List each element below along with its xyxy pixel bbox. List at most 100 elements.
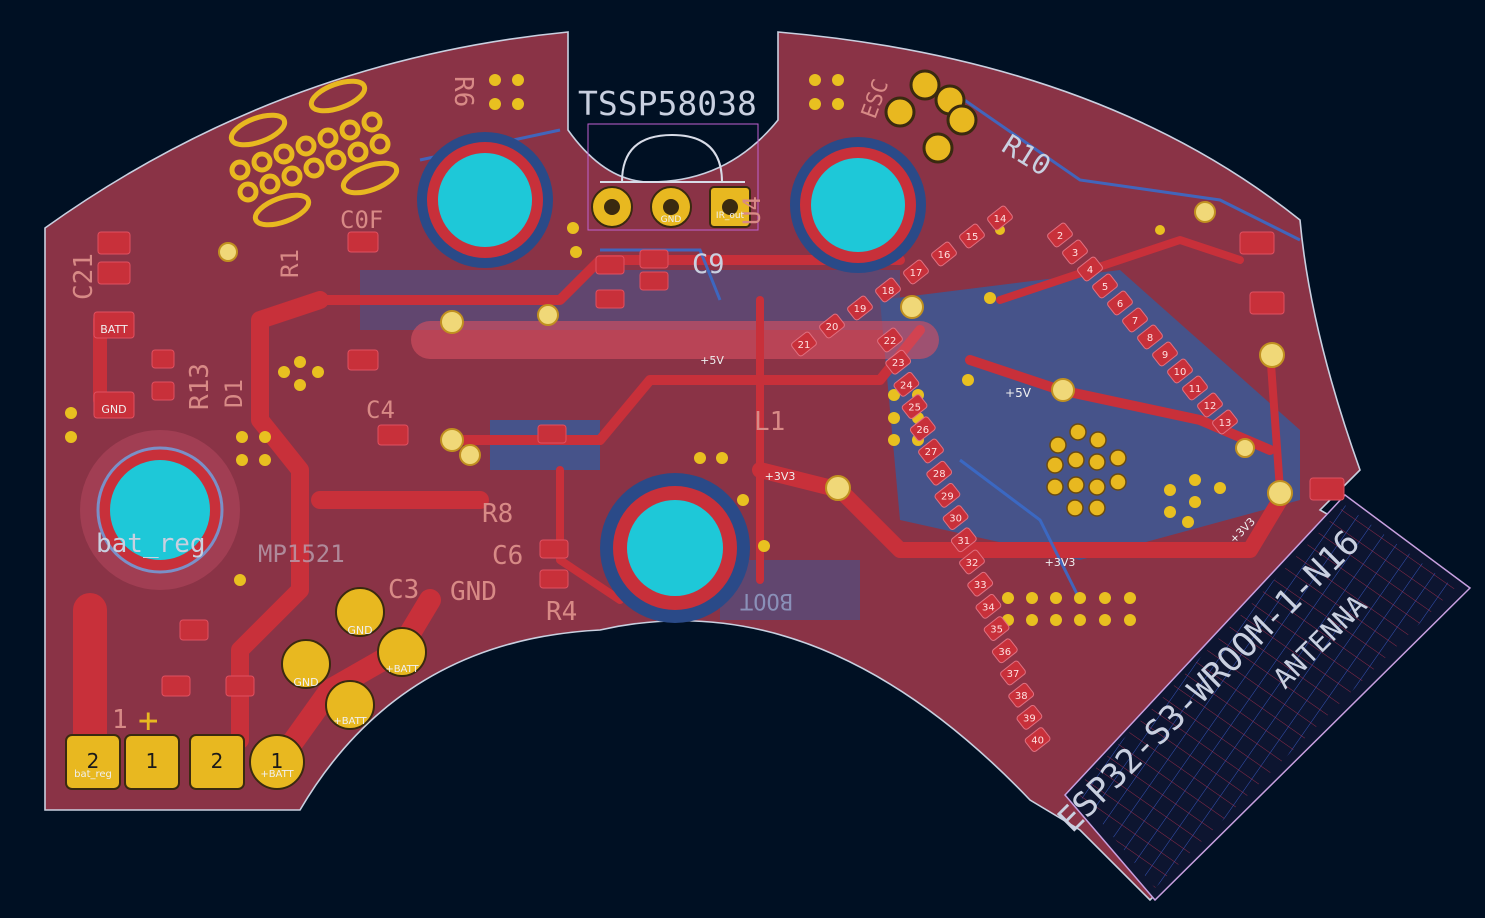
smd-pads[interactable] (93, 231, 1345, 697)
esp32-pin-pad (1016, 705, 1043, 730)
esp32-pin-number: 31 (957, 536, 970, 547)
esp32-pin-number: 30 (949, 514, 962, 525)
esp32-pin-number: 15 (966, 232, 979, 243)
esp32-pin-pad (1062, 239, 1088, 265)
vias (65, 74, 1226, 626)
esp32-pin-pad (1047, 222, 1073, 248)
esp32-pin-number: 36 (998, 647, 1011, 658)
esp32-pin-number: 9 (1162, 350, 1168, 361)
esp32-pin-number: 13 (1219, 418, 1232, 429)
esp32-pin-number: 10 (1174, 367, 1187, 378)
esp32-pin-number: 19 (854, 304, 867, 315)
label-c21: C21 (69, 253, 99, 300)
pad-num-4: 1 (271, 749, 284, 773)
esp32-pin-pad (959, 549, 985, 575)
ir-pad-gnd[interactable] (591, 186, 633, 228)
esp32-pin-number: 23 (892, 358, 905, 369)
esp32-pin-number: 21 (798, 340, 811, 351)
ir-pad-2[interactable] (650, 186, 692, 228)
esp32-pin-pad (967, 571, 994, 597)
pad-label-3v3: +3V3 (1045, 556, 1076, 569)
label-r13: R13 (185, 363, 215, 410)
esp32-thermal-vias (1046, 423, 1127, 517)
large-vias (218, 201, 1293, 506)
esp32-pin-number: 22 (884, 336, 897, 347)
label-c3: C3 (388, 575, 419, 605)
pad-label-5v2: +5V (700, 354, 724, 367)
esp32-pin-number: 14 (994, 214, 1007, 225)
esp32-pin-pad (959, 223, 985, 249)
label-boot: BOOT (740, 588, 793, 613)
esp32-pin-pad (1197, 392, 1223, 418)
esp32-pin-number: 33 (974, 580, 987, 591)
header-esc[interactable] (884, 69, 978, 164)
esp32-pin-number: 12 (1204, 401, 1217, 412)
esp32-pin-number: 11 (1189, 384, 1202, 395)
esp32-pin-pad (975, 594, 1002, 619)
esp32-pin-pad (1008, 682, 1035, 708)
board-outline (44, 31, 1462, 902)
button-pads[interactable] (281, 587, 427, 730)
pad-label-gnd2: GND (101, 403, 126, 416)
esp32-pin-number: 37 (1007, 669, 1020, 680)
label-d1: D1 (220, 379, 248, 408)
esp32-pin-number: 4 (1087, 265, 1093, 276)
esp32-pin-number: 35 (990, 625, 1003, 636)
pad-label-5v: +5V (1005, 386, 1032, 400)
ir-pads[interactable] (591, 186, 751, 228)
label-c6: C6 (492, 541, 523, 571)
pad-label-bat-reg: bat_reg (74, 769, 112, 780)
esp32-pin-pad (950, 527, 977, 553)
esp32-pin-number: 8 (1147, 333, 1153, 344)
esp32-pin-pad (942, 505, 969, 530)
pad-label-ir-out: IR_out (716, 211, 745, 221)
ir-receiver-footprint (587, 123, 759, 231)
label-r4: R4 (546, 597, 577, 627)
esp32-pin-pad (791, 331, 817, 357)
esp32-pin-number: 39 (1023, 713, 1036, 724)
esp32-pin-number: 26 (916, 425, 929, 436)
esp32-pin-number: 25 (908, 403, 921, 414)
esp32-pin-number: 20 (826, 322, 839, 333)
esp32-pin-pad (901, 394, 928, 419)
esp32-pin-number: 5 (1102, 282, 1108, 293)
esp32-pin-number: 6 (1117, 299, 1123, 310)
esp32-pin-number: 24 (900, 380, 913, 391)
pad-num-2: 1 (146, 749, 159, 773)
esp32-pin-pad (1152, 341, 1178, 367)
esp32-pin-pad (1092, 273, 1118, 299)
label-c9: C9 (692, 249, 725, 280)
label-reg-part: MP1521 (258, 540, 345, 568)
esp32-pin-pad (903, 259, 929, 285)
label-bat-reg: bat_reg (96, 529, 206, 559)
label-one: 1 (112, 705, 128, 735)
esp32-pin-number: 17 (910, 268, 923, 279)
esp32-pin-pad (875, 277, 901, 303)
esp32-pin-pad (991, 638, 1018, 664)
header-j1[interactable] (228, 75, 401, 231)
pad-label-batt3: +BATT (333, 716, 367, 727)
battery-connector[interactable] (65, 734, 305, 790)
esp32-pin-number: 18 (882, 286, 895, 297)
label-r6: R6 (448, 76, 478, 107)
esp32-pin-number: 32 (966, 558, 979, 569)
esp32-pin-pad (1024, 727, 1051, 752)
esp32-pin-pad (877, 327, 903, 353)
ir-pad-1[interactable] (709, 186, 751, 228)
esp32-pin-number: 29 (941, 491, 954, 502)
esp32-pin-pad (1000, 660, 1026, 686)
mounting-holes (80, 132, 926, 623)
pad-num-1: 2 (87, 749, 100, 773)
pad-label-gnd4: GND (293, 676, 318, 689)
esp32-pin-pad (819, 313, 845, 339)
esp32-pin-number: 3 (1072, 248, 1078, 259)
esp32-pin-pad (885, 349, 912, 375)
esp32-pin-number: 28 (933, 469, 946, 480)
esp32-pin-number: 27 (925, 447, 938, 458)
esp32-pin-pad (847, 295, 873, 321)
esp32-pins (791, 205, 1238, 752)
label-tssp: TSSP58038 (578, 84, 757, 123)
esp32-pin-pad (1077, 256, 1103, 282)
